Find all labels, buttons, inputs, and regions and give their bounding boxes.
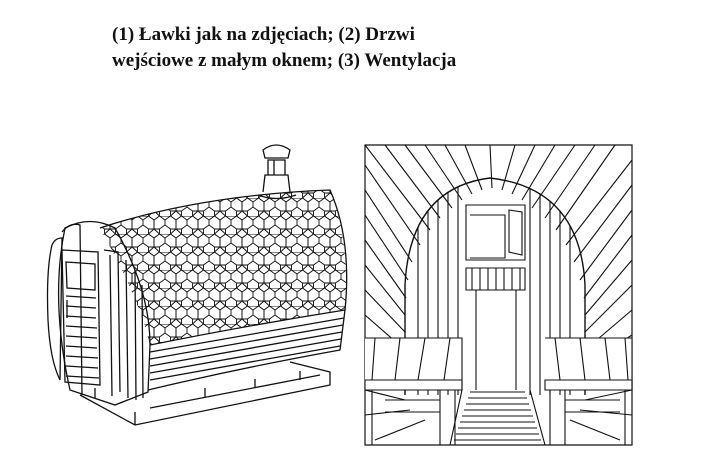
caption-line-1: (1) Ławki jak na zdjęciach; (2) Drzwi	[112, 24, 415, 45]
caption-line-2: wejściowe z małym oknem; (3) Wentylacja	[112, 50, 457, 71]
barrel-sauna-exterior-icon	[46, 144, 348, 426]
barrel-sauna-interior-icon	[364, 144, 633, 446]
caption: (1) Ławki jak na zdjęciach; (2) Drzwi we…	[112, 22, 632, 74]
